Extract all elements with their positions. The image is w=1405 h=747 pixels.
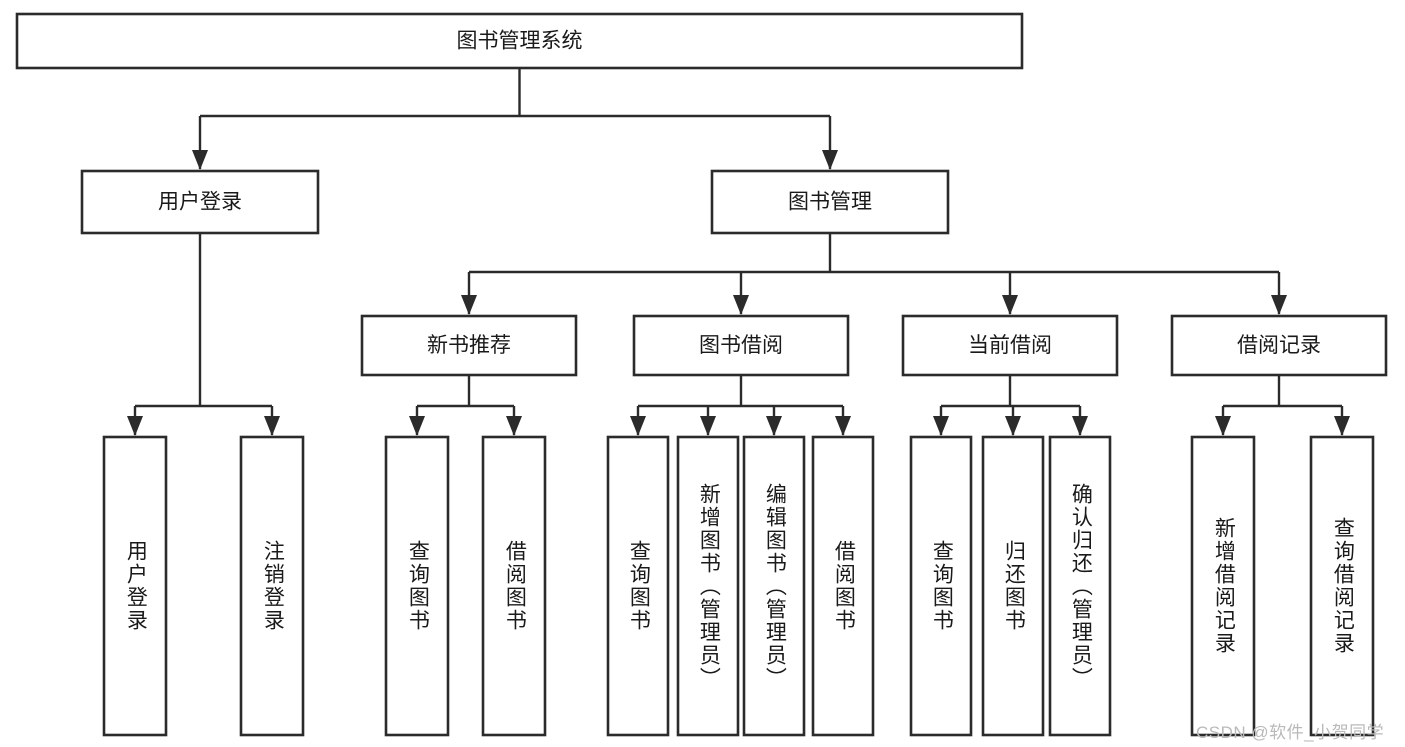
arrow-head-icon	[1271, 295, 1287, 315]
node-label-leaf-query-book-cur: 查询图书	[930, 540, 954, 632]
node-label-leaf-borrow-book-rec: 借阅图书	[503, 540, 527, 632]
node-box-leaf-edit-book	[742, 435, 806, 737]
node-label-wrap-leaf-add-book: 新增图书（管理员）	[678, 437, 738, 735]
arrow-head-icon	[1072, 416, 1088, 436]
node-label-leaf-user-login: 用户登录	[124, 540, 148, 632]
node-box-leaf-query-book-cur	[909, 435, 973, 737]
node-box-current-borrow	[901, 314, 1119, 377]
node-label-wrap-leaf-add-record: 新增借阅记录	[1192, 437, 1254, 735]
node-box-new-book-rec	[360, 314, 578, 377]
node-label-leaf-confirm-return: 确认归还（管理员）	[1069, 482, 1093, 690]
arrow-head-icon	[766, 416, 782, 436]
node-box-leaf-confirm-return	[1048, 435, 1112, 737]
node-label-leaf-add-record: 新增借阅记录	[1212, 517, 1236, 655]
node-label-wrap-leaf-borrow-book: 借阅图书	[813, 437, 873, 735]
node-box-leaf-logout	[239, 435, 305, 737]
node-label-book-manage: 图书管理	[788, 191, 872, 214]
node-label-leaf-query-record: 查询借阅记录	[1331, 517, 1355, 655]
node-box-leaf-user-login	[102, 435, 168, 737]
arrow-head-icon	[733, 295, 749, 315]
node-label-wrap-leaf-query-record: 查询借阅记录	[1311, 437, 1373, 735]
arrow-head-icon	[933, 416, 949, 436]
arrow-head-icon	[127, 416, 143, 436]
node-box-book-borrow	[632, 314, 850, 377]
node-label-wrap-leaf-user-login: 用户登录	[104, 437, 166, 735]
node-label-leaf-borrow-book: 借阅图书	[832, 540, 856, 632]
node-box-leaf-add-record	[1190, 435, 1256, 737]
node-box-leaf-query-book-rec	[384, 435, 450, 737]
node-label-wrap-leaf-query-book-cur: 查询图书	[911, 437, 971, 735]
node-label-wrap-leaf-borrow-book-rec: 借阅图书	[483, 437, 545, 735]
node-label-leaf-query-book-borrow: 查询图书	[627, 540, 651, 632]
node-label-wrap-leaf-query-book-borrow: 查询图书	[608, 437, 668, 735]
node-label-wrap-leaf-logout: 注销登录	[241, 437, 303, 735]
node-label-new-book-rec: 新书推荐	[427, 334, 511, 357]
arrow-head-icon	[822, 150, 838, 170]
node-label-leaf-logout: 注销登录	[261, 540, 285, 632]
node-label-wrap-leaf-confirm-return: 确认归还（管理员）	[1050, 437, 1110, 735]
node-label-leaf-add-book: 新增图书（管理员）	[697, 482, 721, 690]
arrow-head-icon	[630, 416, 646, 436]
arrow-head-icon	[1005, 416, 1021, 436]
node-label-wrap-leaf-query-book-rec: 查询图书	[386, 437, 448, 735]
node-box-leaf-query-book-borrow	[606, 435, 670, 737]
node-label-book-borrow: 图书借阅	[699, 334, 783, 357]
arrow-head-icon	[461, 295, 477, 315]
node-box-leaf-borrow-book-rec	[481, 435, 547, 737]
node-box-leaf-add-book	[676, 435, 740, 737]
node-box-leaf-return-book	[981, 435, 1045, 737]
arrow-head-icon	[409, 416, 425, 436]
arrow-head-icon	[264, 416, 280, 436]
node-box-borrow-record	[1170, 314, 1388, 377]
node-label-leaf-query-book-rec: 查询图书	[406, 540, 430, 632]
node-boxes-layer	[15, 12, 1388, 737]
node-label-root: 图书管理系统	[457, 30, 583, 53]
node-label-borrow-record: 借阅记录	[1237, 334, 1321, 357]
arrow-head-icon	[1215, 416, 1231, 436]
node-label-current-borrow: 当前借阅	[968, 334, 1052, 357]
node-box-leaf-query-record	[1309, 435, 1375, 737]
node-label-user-login: 用户登录	[158, 191, 242, 214]
arrow-head-icon	[1334, 416, 1350, 436]
node-box-leaf-borrow-book	[811, 435, 875, 737]
arrow-head-icon	[1002, 295, 1018, 315]
arrow-head-icon	[192, 150, 208, 170]
node-box-root	[15, 12, 1024, 70]
node-label-wrap-leaf-edit-book: 编辑图书（管理员）	[744, 437, 804, 735]
arrow-head-icon	[835, 416, 851, 436]
node-label-wrap-leaf-return-book: 归还图书	[983, 437, 1043, 735]
node-box-book-manage	[710, 169, 950, 235]
node-box-user-login	[80, 169, 320, 235]
node-label-leaf-return-book: 归还图书	[1002, 540, 1026, 632]
csdn-watermark: CSDN @软件_小贺同学	[1196, 723, 1385, 742]
arrow-head-icon	[506, 416, 522, 436]
node-label-leaf-edit-book: 编辑图书（管理员）	[763, 482, 787, 690]
connector-lines-layer	[127, 68, 1350, 436]
arrow-head-icon	[700, 416, 716, 436]
